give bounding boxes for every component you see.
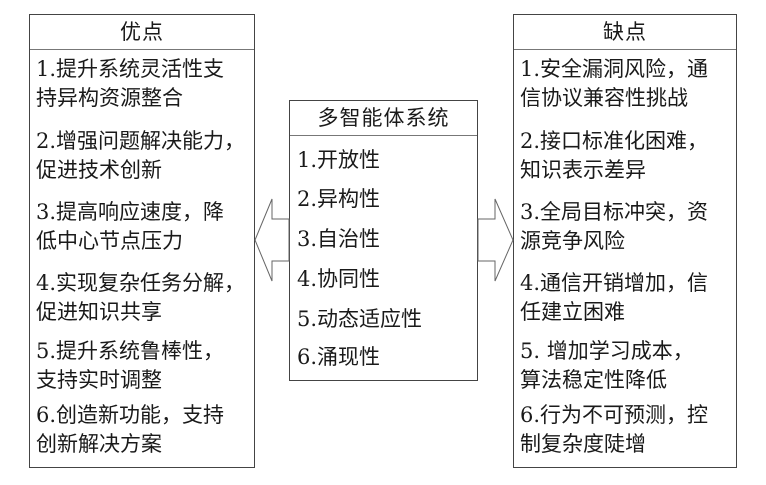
right-arrow-icon <box>477 198 514 282</box>
advantages-box: 优点 1.提升系统灵活性支 持异构资源整合 2.增强问题解决能力， 促进技术创新… <box>29 14 255 468</box>
disadvantage-item: 5. 增加学习成本， 算法稳定性降低 <box>520 337 734 395</box>
disadvantage-item: 1.安全漏洞风险，通 信协议兼容性挑战 <box>520 55 734 113</box>
advantage-item: 2.增强问题解决能力， 促进技术创新 <box>36 127 252 185</box>
mas-property: 1.开放性 <box>297 148 381 172</box>
advantage-item-line: 5.提升系统鲁棒性， <box>36 339 225 363</box>
advantage-item-line: 支持实时调整 <box>36 368 162 392</box>
disadvantage-item-line: 源竞争风险 <box>520 229 625 253</box>
advantage-item-line: 3.提高响应速度，降 <box>36 200 225 224</box>
advantages-title: 优点 <box>30 15 254 50</box>
disadvantage-item: 3.全局目标冲突，资 源竞争风险 <box>520 198 734 256</box>
advantage-item-line: 持异构资源整合 <box>36 86 183 110</box>
disadvantage-item: 6.行为不可预测，控 制复杂度陡增 <box>520 401 734 459</box>
mas-property: 6.涌现性 <box>297 345 381 369</box>
disadvantages-title: 缺点 <box>514 15 736 50</box>
advantage-item-line: 创新解决方案 <box>36 432 162 456</box>
advantage-item: 6.创造新功能，支持 创新解决方案 <box>36 401 252 459</box>
disadvantage-item-line: 制复杂度陡增 <box>520 432 646 456</box>
disadvantage-item-line: 2.接口标准化困难， <box>520 129 709 153</box>
advantage-item-line: 4.实现复杂任务分解， <box>36 271 246 295</box>
advantage-item: 4.实现复杂任务分解， 促进知识共享 <box>36 269 252 327</box>
advantage-item: 1.提升系统灵活性支 持异构资源整合 <box>36 55 252 113</box>
left-arrow-icon <box>254 198 290 282</box>
disadvantage-item-line: 算法稳定性降低 <box>520 368 667 392</box>
advantage-item-line: 6.创造新功能，支持 <box>36 403 225 427</box>
disadvantage-item-line: 3.全局目标冲突，资 <box>520 200 709 224</box>
disadvantage-item-line: 5. 增加学习成本， <box>520 339 694 363</box>
disadvantage-item-line: 信协议兼容性挑战 <box>520 86 688 110</box>
mas-property: 5.动态适应性 <box>297 307 423 331</box>
mas-property: 4.协同性 <box>297 267 381 291</box>
disadvantage-item-line: 1.安全漏洞风险，通 <box>520 57 709 81</box>
advantage-item-line: 促进知识共享 <box>36 300 162 324</box>
disadvantage-item: 2.接口标准化困难， 知识表示差异 <box>520 127 734 185</box>
mas-title: 多智能体系统 <box>290 101 477 136</box>
disadvantage-item-line: 任建立困难 <box>520 300 625 324</box>
disadvantages-box: 缺点 1.安全漏洞风险，通 信协议兼容性挑战 2.接口标准化困难， 知识表示差异… <box>513 14 737 468</box>
advantage-item-line: 2.增强问题解决能力， <box>36 129 246 153</box>
disadvantage-item-line: 6.行为不可预测，控 <box>520 403 709 427</box>
mas-property: 2.异构性 <box>297 187 381 211</box>
mas-property: 3.自治性 <box>297 227 381 251</box>
advantage-item: 5.提升系统鲁棒性， 支持实时调整 <box>36 337 252 395</box>
disadvantage-item: 4.通信开销增加，信 任建立困难 <box>520 269 734 327</box>
disadvantage-item-line: 4.通信开销增加，信 <box>520 271 709 295</box>
disadvantage-item-line: 知识表示差异 <box>520 158 646 182</box>
advantage-item-line: 促进技术创新 <box>36 158 162 182</box>
mas-box: 多智能体系统 1.开放性 2.异构性 3.自治性 4.协同性 5.动态适应性 6… <box>289 100 478 381</box>
advantage-item-line: 1.提升系统灵活性支 <box>36 57 225 81</box>
advantage-item: 3.提高响应速度，降 低中心节点压力 <box>36 198 252 256</box>
advantage-item-line: 低中心节点压力 <box>36 229 183 253</box>
